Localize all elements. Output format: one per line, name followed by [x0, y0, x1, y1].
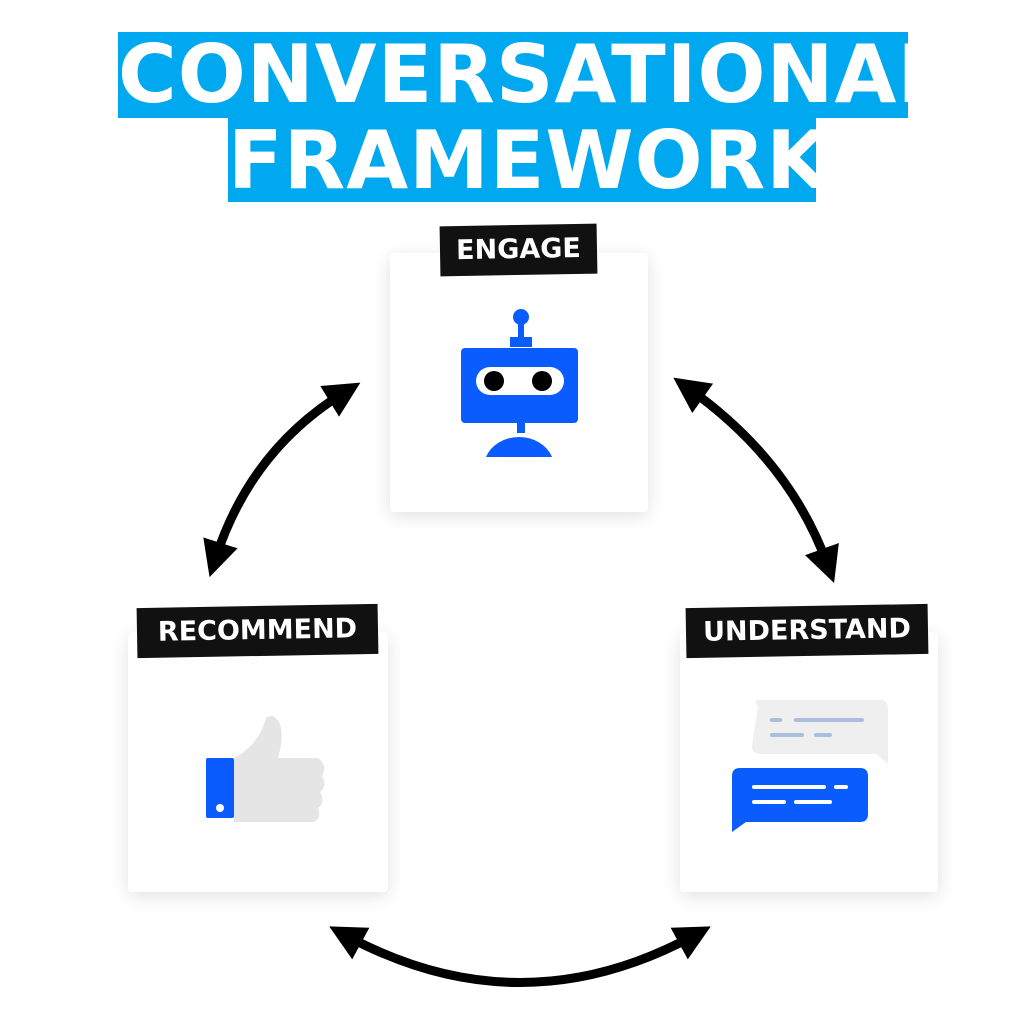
arrow-recommend-understand: [329, 926, 711, 987]
robot-icon: [461, 309, 578, 457]
understand-card: [680, 632, 938, 892]
recommend-card: [128, 632, 388, 892]
understand-label: UNDERSTAND: [685, 603, 929, 659]
title-line-1: CONVERSATIONAL: [118, 28, 950, 121]
title-line-2: FRAMEWORK: [228, 114, 830, 207]
engage-card: [390, 253, 648, 512]
recommend-label: RECOMMEND: [136, 603, 379, 659]
thumbs-up-icon: [206, 716, 325, 822]
chat-bubbles-icon: [732, 700, 888, 832]
arrow-engage-recommend: [203, 382, 361, 578]
arrow-engage-understand: [673, 377, 839, 583]
engage-label: ENGAGE: [439, 223, 598, 277]
